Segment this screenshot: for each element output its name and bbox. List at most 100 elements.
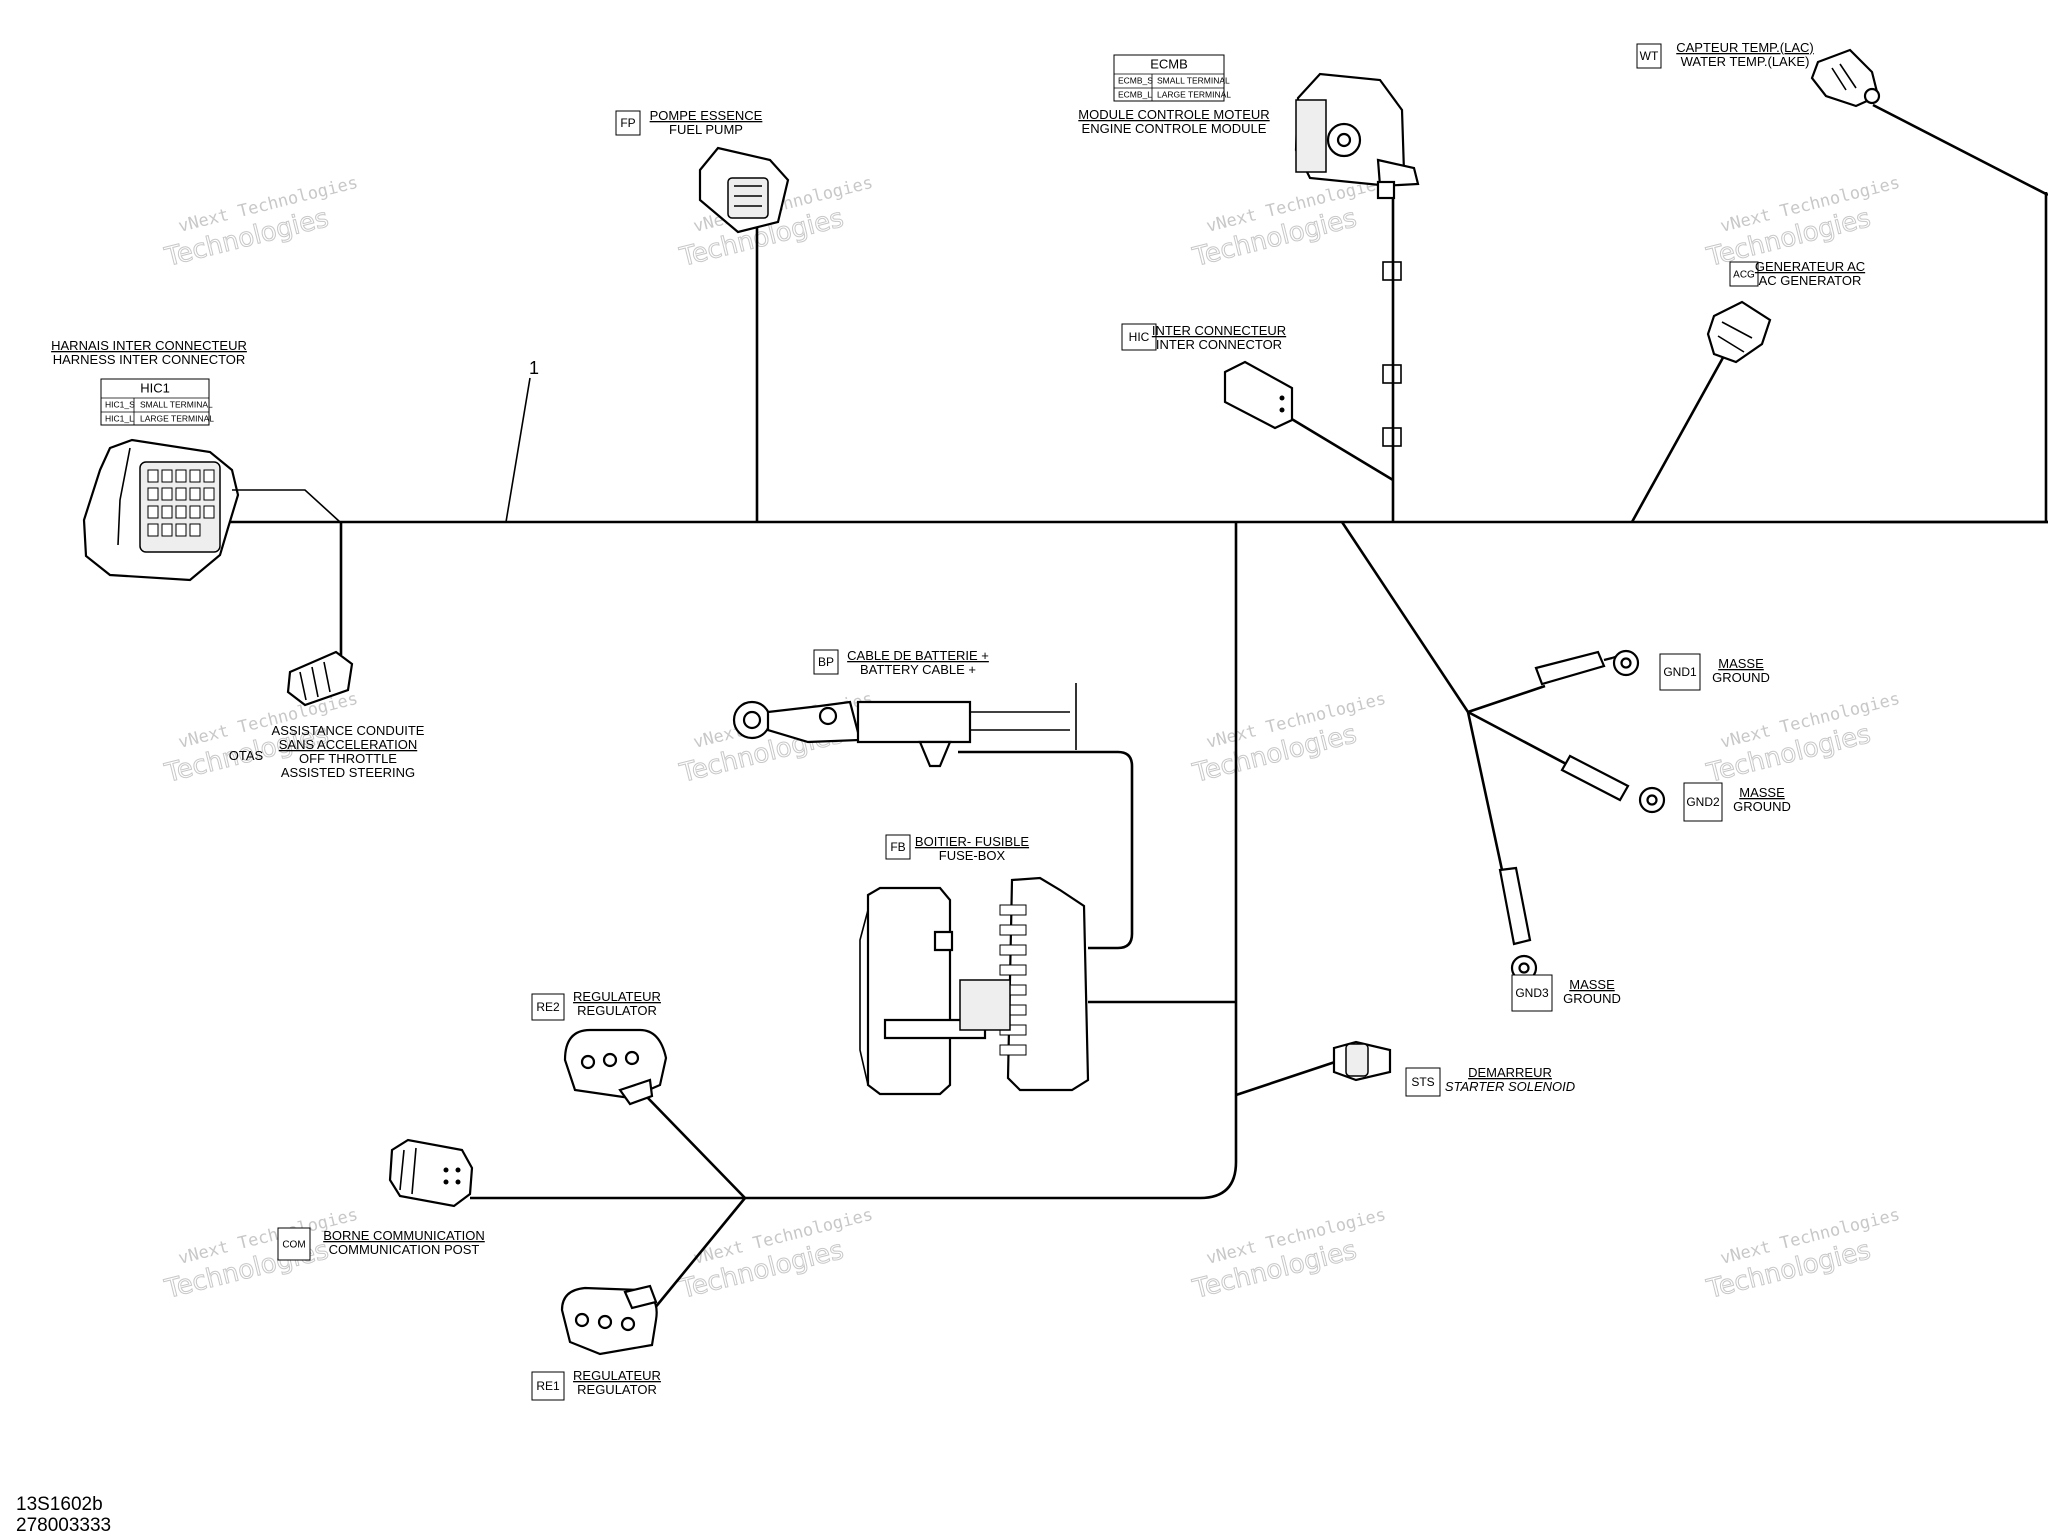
bp-code: BP	[818, 655, 834, 669]
hic-branch-wire	[1284, 413, 1394, 482]
ecmb-table-title: ECMB	[1150, 56, 1188, 71]
gnd3-ring-graphic	[1498, 866, 1538, 982]
hic-label: HIC INTER CONNECTEUR INTER CONNECTOR	[1121, 323, 1286, 352]
harness-wires	[225, 103, 2048, 1321]
gnd3-fr-label: MASSE	[1569, 977, 1615, 992]
lower-trunk-wire	[470, 522, 1238, 1200]
com-label: COM BORNE COMMUNICATION COMMUNICATION PO…	[277, 1227, 485, 1261]
com-fr-label: BORNE COMMUNICATION	[323, 1228, 485, 1243]
hic1-label: HARNAIS INTER CONNECTEUR HARNESS INTER C…	[51, 338, 247, 426]
gnd1-label: GND1 MASSE GROUND	[1659, 653, 1770, 691]
bp-label: BP CABLE DE BATTERIE + BATTERY CABLE +	[813, 648, 989, 677]
fp-label: FP POMPE ESSENCE FUEL PUMP	[615, 108, 763, 137]
acg-label: ACG GENERATEUR AC AC GENERATOR	[1729, 259, 1865, 288]
re2-connector-graphic	[563, 1028, 668, 1106]
otas-connector-graphic	[286, 650, 354, 707]
hic1-row2-code: HIC1_L	[105, 413, 134, 423]
hic-en-label: INTER CONNECTOR	[1156, 337, 1282, 352]
re2-label: RE2 REGULATEUR REGULATOR	[531, 989, 661, 1021]
callout-number: 1	[529, 358, 539, 378]
re1-wire	[643, 1197, 747, 1321]
re1-label: RE1 REGULATEUR REGULATOR	[531, 1368, 661, 1401]
hic-connector-graphic	[1223, 360, 1294, 430]
gnd3-wire	[1466, 711, 1504, 871]
re2-en-label: REGULATOR	[577, 1003, 657, 1018]
wt-en-label: WATER TEMP.(LAKE)	[1681, 54, 1810, 69]
bp-en-label: BATTERY CABLE +	[860, 662, 976, 677]
wt-label: WT CAPTEUR TEMP.(LAC) WATER TEMP.(LAKE)	[1636, 40, 1814, 69]
hic1-row1-code: HIC1_S	[105, 399, 135, 409]
gnd3-en-label: GROUND	[1563, 991, 1621, 1006]
otas-fr-line1: ASSISTANCE CONDUITE	[272, 723, 425, 738]
ecmb-en-label: ENGINE CONTROLE MODULE	[1082, 121, 1267, 136]
wt-sensor-graphic	[1810, 48, 1881, 108]
gnd2-ring-graphic	[1560, 754, 1666, 814]
sts-label: STS DEMARREUR STARTER SOLENOID	[1405, 1065, 1575, 1097]
com-connector-graphic	[388, 1138, 474, 1208]
acg-fr-label: GENERATEUR AC	[1755, 259, 1865, 274]
hic1-connector-graphic	[82, 438, 341, 582]
com-code: COM	[282, 1240, 305, 1251]
com-en-label: COMMUNICATION POST	[329, 1242, 480, 1257]
bp-fr-label: CABLE DE BATTERIE +	[847, 648, 989, 663]
sts-en-label: STARTER SOLENOID	[1445, 1079, 1575, 1094]
hic1-row1-desc: SMALL TERMINAL	[140, 399, 213, 409]
ecmb-row2-desc: LARGE TERMINAL	[1157, 89, 1231, 99]
sts-connector-graphic	[1332, 1040, 1392, 1082]
gnd2-wire	[1467, 710, 1571, 768]
battery-cable-graphic	[732, 700, 972, 768]
sts-code: STS	[1411, 1075, 1434, 1089]
gnd3-label: GND3 MASSE GROUND	[1511, 974, 1621, 1012]
re1-code: RE1	[536, 1379, 560, 1393]
fb-label: FB BOITIER- FUSIBLE FUSE-BOX	[885, 834, 1029, 863]
gnd1-ring-graphic	[1534, 649, 1640, 686]
ground-branch-wire	[1340, 521, 1470, 713]
acg-code: ACG	[1733, 270, 1755, 281]
fb-en-label: FUSE-BOX	[939, 848, 1006, 863]
hic1-en-label: HARNESS INTER CONNECTOR	[53, 352, 246, 367]
wt-code: WT	[1640, 49, 1659, 63]
fp-fr-label: POMPE ESSENCE	[650, 108, 763, 123]
otas-label: OTAS ASSISTANCE CONDUITE SANS ACCELERATI…	[229, 723, 425, 780]
acg-branch-wire	[1630, 353, 1727, 523]
gnd2-fr-label: MASSE	[1739, 785, 1785, 800]
hic1-fr-label: HARNAIS INTER CONNECTEUR	[51, 338, 247, 353]
gnd1-code: GND1	[1663, 665, 1697, 679]
re1-connector-graphic	[560, 1284, 658, 1356]
hic-code: HIC	[1129, 330, 1150, 344]
re1-en-label: REGULATOR	[577, 1382, 657, 1397]
fp-en-label: FUEL PUMP	[669, 122, 743, 137]
fb-fr-label: BOITIER- FUSIBLE	[915, 834, 1029, 849]
ecmb-fr-label: MODULE CONTROLE MOTEUR	[1078, 107, 1269, 122]
re2-wire	[644, 1094, 746, 1199]
gnd1-wire	[1467, 684, 1546, 714]
re2-code: RE2	[536, 1000, 560, 1014]
fb-code: FB	[890, 840, 905, 854]
bp-to-fb-wire	[958, 750, 1134, 950]
sts-wire	[1235, 1060, 1336, 1097]
hic1-table-title: HIC1	[140, 380, 170, 395]
fp-code: FP	[620, 116, 635, 130]
wt-diagonal-wire	[1872, 103, 2048, 197]
gnd1-fr-label: MASSE	[1718, 656, 1764, 671]
ecmb-row2-code: ECMB_L	[1118, 89, 1152, 99]
re1-fr-label: REGULATEUR	[573, 1368, 661, 1383]
wt-fr-label: CAPTEUR TEMP.(LAC)	[1676, 40, 1814, 55]
otas-code: OTAS	[229, 748, 264, 763]
otas-en-line1: OFF THROTTLE	[299, 751, 397, 766]
gnd2-code: GND2	[1686, 795, 1720, 809]
gnd2-en-label: GROUND	[1733, 799, 1791, 814]
fuse-box-graphic	[859, 876, 1090, 1096]
otas-en-line2: ASSISTED STEERING	[281, 765, 415, 780]
ecmb-row1-code: ECMB_S	[1118, 75, 1153, 85]
re2-fr-label: REGULATEUR	[573, 989, 661, 1004]
ecmb-module-graphic	[1294, 72, 1420, 200]
